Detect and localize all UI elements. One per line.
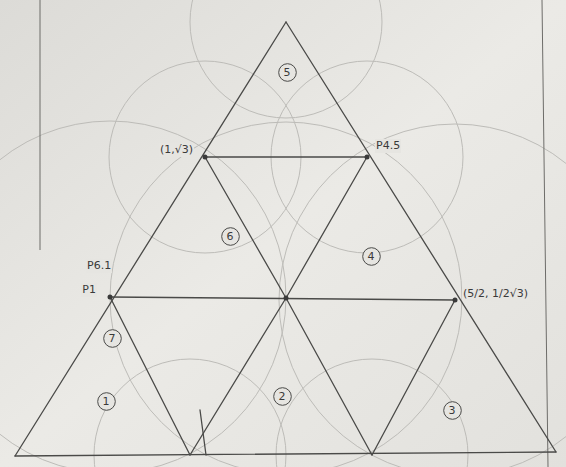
numbered-circle: 2 xyxy=(273,387,292,406)
circle-outline xyxy=(273,387,291,405)
circle-outline xyxy=(103,329,121,347)
point-label: P4.5 xyxy=(375,139,401,152)
callout-number: 5 xyxy=(284,67,291,78)
circle-outline xyxy=(97,392,115,410)
numbered-circle: 5 xyxy=(278,63,297,82)
callout-number: 4 xyxy=(368,251,375,262)
circle-outline xyxy=(278,63,296,81)
circle-outline xyxy=(362,247,380,265)
point-label: P6.1 xyxy=(86,259,112,272)
numbered-circle: 1 xyxy=(97,392,116,411)
numbered-circle: 6 xyxy=(221,227,240,246)
numbered-circle: 4 xyxy=(362,247,381,266)
callout-number: 1 xyxy=(103,396,110,407)
vertex-dots xyxy=(108,155,458,303)
point-label: (5/2, 1/2√3) xyxy=(462,287,529,300)
page-border xyxy=(40,0,548,467)
callout-number: 6 xyxy=(227,231,234,242)
numbered-circle: 7 xyxy=(103,329,122,348)
circle-outline xyxy=(221,227,239,245)
numbered-circle: 3 xyxy=(443,401,462,420)
callout-number: 2 xyxy=(279,391,286,402)
point-label: (1,√3) xyxy=(159,143,194,156)
callout-number: 7 xyxy=(109,333,116,344)
circle-outline xyxy=(443,401,461,419)
triangle-lines xyxy=(15,22,556,456)
point-label: P1 xyxy=(81,283,97,296)
callout-number: 3 xyxy=(449,405,456,416)
